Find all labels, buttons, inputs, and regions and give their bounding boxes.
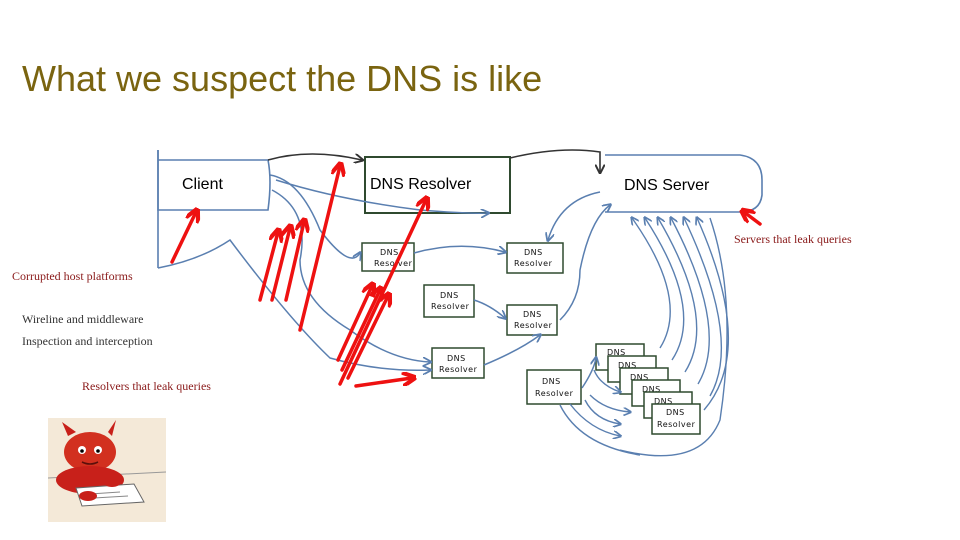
server-fan-arrows <box>619 218 730 457</box>
svg-text:Resolver: Resolver <box>535 389 574 398</box>
annotation-servers-leak: Servers that leak queries <box>734 232 852 246</box>
client-label: Client <box>182 176 223 193</box>
annotation-inspection: Inspection and interception <box>22 334 153 348</box>
annotation-resolvers-leak: Resolvers that leak queries <box>82 379 211 393</box>
svg-text:DNS: DNS <box>666 408 685 417</box>
attack-arrows <box>170 166 762 388</box>
svg-text:DNS: DNS <box>642 385 661 394</box>
svg-text:DNS: DNS <box>523 310 542 319</box>
top-query-arrows <box>267 149 600 172</box>
svg-text:Resolver: Resolver <box>431 302 470 311</box>
slide-title: What we suspect the DNS is like <box>22 58 543 99</box>
client-node: Client <box>157 150 271 268</box>
svg-text:DNS: DNS <box>447 354 466 363</box>
svg-text:Resolver: Resolver <box>374 259 413 268</box>
stack-return-arrows <box>559 369 641 456</box>
dns-resolver-label: DNS Resolver <box>370 176 472 193</box>
svg-text:DNS: DNS <box>524 248 543 257</box>
resolver-box-4: DNS Resolver <box>506 304 558 336</box>
blue-flow-arrows <box>157 174 610 389</box>
svg-text:DNS: DNS <box>440 291 459 300</box>
annotation-corrupted-host: Corrupted host platforms <box>12 269 133 283</box>
dns-server-node: DNS Server <box>605 154 763 213</box>
resolver-box-2: DNS Resolver <box>506 242 564 274</box>
svg-text:Resolver: Resolver <box>514 321 553 330</box>
svg-text:DNS: DNS <box>380 248 399 257</box>
resolver-stack-item-6: DNS Resolver <box>651 403 701 435</box>
devil-mascot-illustration <box>48 418 166 522</box>
resolver-stack: DNS DNS DNS DNS DNS DNS Resolver <box>595 343 701 435</box>
svg-text:DNS: DNS <box>618 361 637 370</box>
resolver-box-6: DNS Resolver <box>526 369 582 405</box>
svg-text:DNS: DNS <box>630 373 649 382</box>
resolver-box-5: DNS Resolver <box>431 347 485 379</box>
svg-text:DNS: DNS <box>542 377 561 386</box>
svg-text:Resolver: Resolver <box>514 259 553 268</box>
svg-text:DNS: DNS <box>654 397 673 406</box>
dns-server-label: DNS Server <box>624 177 710 194</box>
dns-resolver-node: DNS Resolver <box>364 156 511 214</box>
resolver-box-3: DNS Resolver <box>423 284 475 318</box>
svg-text:DNS: DNS <box>607 348 626 357</box>
resolver-box-1: DNS Resolver <box>361 242 415 272</box>
svg-text:Resolver: Resolver <box>439 365 478 374</box>
annotation-wireline: Wireline and middleware <box>22 312 143 326</box>
svg-text:Resolver: Resolver <box>657 420 696 429</box>
